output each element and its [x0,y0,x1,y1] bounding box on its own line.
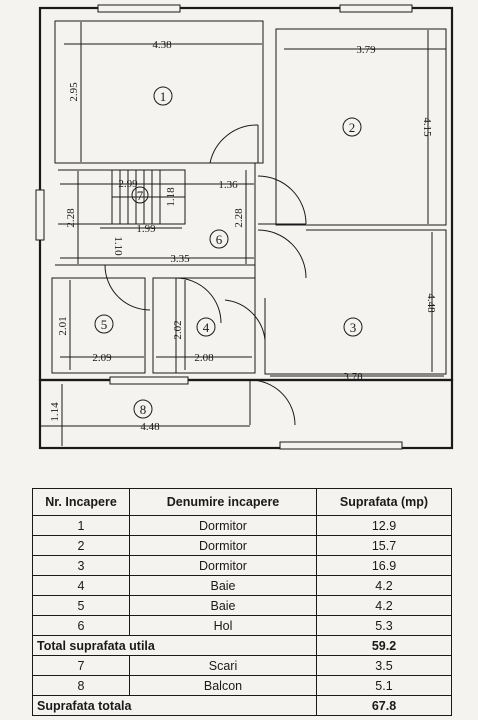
table-row: 6 Hol 5.3 [32,615,452,636]
window [97,4,181,13]
table-row: 7 Scari 3.5 [32,655,452,676]
total-util-label: Total suprafata utila [32,635,317,656]
dimension-label: 1.14 [49,402,61,422]
room-name: Balcon [129,675,317,696]
dimension-label: 4.38 [152,39,172,51]
dimension-label: 4.15 [421,117,433,137]
room-nr: 1 [32,515,130,536]
doors [104,124,307,426]
room-labels: 1 2 3 4 5 6 7 8 [94,86,363,419]
total-util-row: Total suprafata utila 59.2 [32,635,452,656]
table-row: 2 Dormitor 15.7 [32,535,452,556]
window [109,376,189,385]
room-area: 12.9 [316,515,452,536]
room-area: 5.1 [316,675,452,696]
window [339,4,413,13]
dimension-lines [40,22,446,446]
floor-plan: 1 2 3 4 5 6 7 8 4.38 2.95 3.79 4.15 2.99… [35,4,454,450]
room-nr: 8 [32,675,130,696]
room-area: 4.2 [316,575,452,596]
stairs [111,170,185,224]
dimension-label: 2.09 [92,352,112,364]
room-name: Dormitor [129,535,317,556]
room-5-walls [51,277,146,374]
dimension-label: 1.36 [218,179,238,191]
column-header: Denumire incapere [129,488,317,516]
room-number: 6 [216,232,223,247]
room-number: 2 [349,120,356,135]
dimension-label: 1.99 [136,223,156,235]
dimension-label: 3.79 [356,44,376,56]
total-row: Suprafata totala 67.8 [32,695,452,716]
room-nr: 3 [32,555,130,576]
table-row: 5 Baie 4.2 [32,595,452,616]
room-2-walls [275,28,447,226]
dimension-label: 2.08 [194,352,214,364]
room-name: Baie [129,595,317,616]
total-value: 67.8 [316,695,452,716]
room-name: Dormitor [129,515,317,536]
table-row: 1 Dormitor 12.9 [32,515,452,536]
total-util-value: 59.2 [316,635,452,656]
total-label: Suprafata totala [32,695,317,716]
area-table: Nr. Incapere Denumire incapere Suprafata… [32,488,452,716]
room-nr: 7 [32,655,130,676]
window [35,189,45,241]
room-name: Hol [129,615,317,636]
column-header: Suprafata (mp) [316,488,452,516]
dimension-label: 2.99 [118,178,138,190]
dimension-label: 3.78 [343,371,363,383]
dimension-label: 2.01 [57,316,69,335]
room-number: 4 [203,320,210,335]
table-row: 4 Baie 4.2 [32,575,452,596]
room-4-walls [152,277,256,374]
room-area: 5.3 [316,615,452,636]
column-header: Nr. Incapere [32,488,130,516]
table-header-row: Nr. Incapere Denumire incapere Suprafata… [32,488,452,516]
dimension-label: 3.35 [170,253,190,265]
room-area: 3.5 [316,655,452,676]
room-nr: 6 [32,615,130,636]
dimension-label: 4.48 [140,421,160,433]
table-row: 3 Dormitor 16.9 [32,555,452,576]
room-nr: 2 [32,535,130,556]
room-nr: 5 [32,595,130,616]
dimension-label: 1.10 [112,236,124,256]
room-number: 3 [350,320,357,335]
dimension-label: 4.48 [425,293,437,313]
dimension-label: 2.28 [65,208,77,228]
room-1-walls [54,20,264,164]
dimension-label: 2.28 [233,208,245,228]
room-name: Dormitor [129,555,317,576]
room-name: Scari [129,655,317,676]
room-3-walls [264,229,447,375]
room-area: 15.7 [316,535,452,556]
dimension-label: 2.95 [68,82,80,102]
dimension-labels: 4.38 2.95 3.79 4.15 2.99 1.18 1.36 2.28 … [49,39,437,433]
balcony-wall [38,378,454,450]
window [279,441,403,450]
room-number: 1 [160,89,167,104]
room-name: Baie [129,575,317,596]
room-number: 5 [101,317,108,332]
dimension-label: 2.02 [172,320,184,339]
room-nr: 4 [32,575,130,596]
room-number: 7 [137,188,144,203]
room-area: 4.2 [316,595,452,616]
dimension-label: 1.18 [165,187,177,207]
room-number: 8 [140,402,147,417]
room-area: 16.9 [316,555,452,576]
table-row: 8 Balcon 5.1 [32,675,452,696]
